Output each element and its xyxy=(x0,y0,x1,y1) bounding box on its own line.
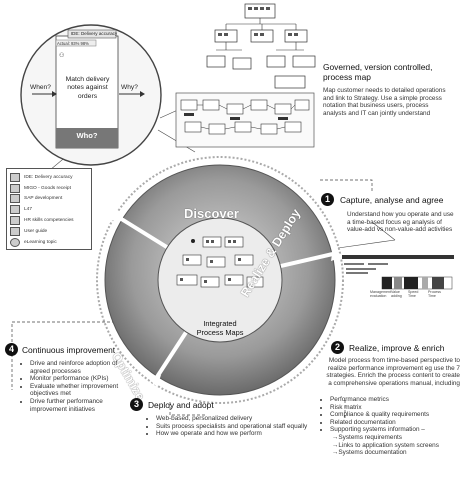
info-icon: ⚇ xyxy=(59,53,65,59)
process-wheel xyxy=(96,156,344,404)
when-label: When? xyxy=(30,84,51,91)
step-2-title: Realize, improve & enrich xyxy=(349,343,445,353)
center-label[interactable]: Integrated Process Maps xyxy=(196,319,244,337)
step-3-title: Deploy and adopt xyxy=(148,400,214,410)
timeline-label: Speed Time xyxy=(408,290,419,298)
legend-item[interactable]: MIGO - Goods receipt xyxy=(10,183,88,194)
why-label: Why? xyxy=(121,84,138,91)
list-item: How we operate and how we perform xyxy=(156,430,316,438)
process-map-tree xyxy=(206,3,316,89)
legend-item[interactable]: SAP development xyxy=(10,194,88,205)
card-header: IDE: Delivery accuracy xyxy=(70,31,118,36)
list-item: Systems documentation xyxy=(332,449,462,457)
step-4-list: Drive and reinforce adoption of agreed p… xyxy=(22,360,122,413)
document-icon xyxy=(10,194,20,204)
list-item: Links to application system screens xyxy=(332,442,462,450)
card-title[interactable]: Match delivery notes against orders xyxy=(65,76,110,100)
globe-icon xyxy=(10,237,20,247)
list-item: Monitor performance (KPIs) xyxy=(30,375,122,383)
zoom-lens xyxy=(20,24,162,166)
detailed-process-map xyxy=(175,92,315,148)
timeline-label: Management evaluation xyxy=(370,290,391,298)
governed-title: Governed, version controlled, process ma… xyxy=(323,62,433,82)
governed-text: Map customer needs to detailed operation… xyxy=(323,87,446,117)
legend-item[interactable]: User guide xyxy=(10,226,88,237)
person-icon xyxy=(10,216,20,226)
chart-icon xyxy=(10,172,20,182)
step-2-badge: 2 xyxy=(331,341,344,354)
list-item: Suits process specialists and operationa… xyxy=(156,423,316,431)
step-4-badge: 4 xyxy=(5,343,18,356)
legend-item[interactable]: L47 xyxy=(10,204,88,215)
discover-label[interactable]: Discover xyxy=(184,206,239,221)
list-item: Compliance & quality requirements xyxy=(330,411,462,419)
who-label: Who? xyxy=(76,131,98,140)
document-icon xyxy=(10,205,20,215)
timeline-label: Value adding xyxy=(391,290,402,298)
step-3-badge: 3 xyxy=(130,398,143,411)
card-metric: Actual: 93% 98% xyxy=(57,41,89,46)
step-1-title: Capture, analyse and agree xyxy=(340,195,444,205)
document-icon xyxy=(10,226,20,236)
legend-item[interactable]: eLearning topic xyxy=(10,237,88,248)
list-item: Supporting systems information – xyxy=(330,426,462,434)
step-2-list: Performance metrics Risk matrix Complian… xyxy=(322,396,462,457)
step-3-list: Web-based, personalized delivery Suits p… xyxy=(148,415,316,438)
time-based-chart xyxy=(342,255,454,290)
timeline-label: Process Time xyxy=(428,290,441,298)
step-2-text: Model process from time-based perspectiv… xyxy=(326,357,460,387)
legend-item[interactable]: HR skills competencies xyxy=(10,215,88,226)
list-item: Drive further performance improvement in… xyxy=(30,398,122,413)
list-item: Related documentation xyxy=(330,419,462,427)
list-item: Evaluate whether improvement objectives … xyxy=(30,383,122,398)
screen-icon xyxy=(10,183,20,193)
list-item: Web-based, personalized delivery xyxy=(156,415,316,423)
step-1-text: Understand how you operate and use a tim… xyxy=(347,211,454,234)
list-item: Drive and reinforce adoption of agreed p… xyxy=(30,360,122,375)
list-item: Performance metrics xyxy=(330,396,462,404)
step-1-badge: 1 xyxy=(321,193,334,206)
list-item: Systems requirements xyxy=(332,434,462,442)
step-4-title: Continuous improvement xyxy=(22,345,116,355)
list-item: Risk matrix xyxy=(330,404,462,412)
legend-panel: IDE: Delivery accuracy MIGO - Goods rece… xyxy=(6,168,92,250)
legend-item[interactable]: IDE: Delivery accuracy xyxy=(10,172,88,183)
